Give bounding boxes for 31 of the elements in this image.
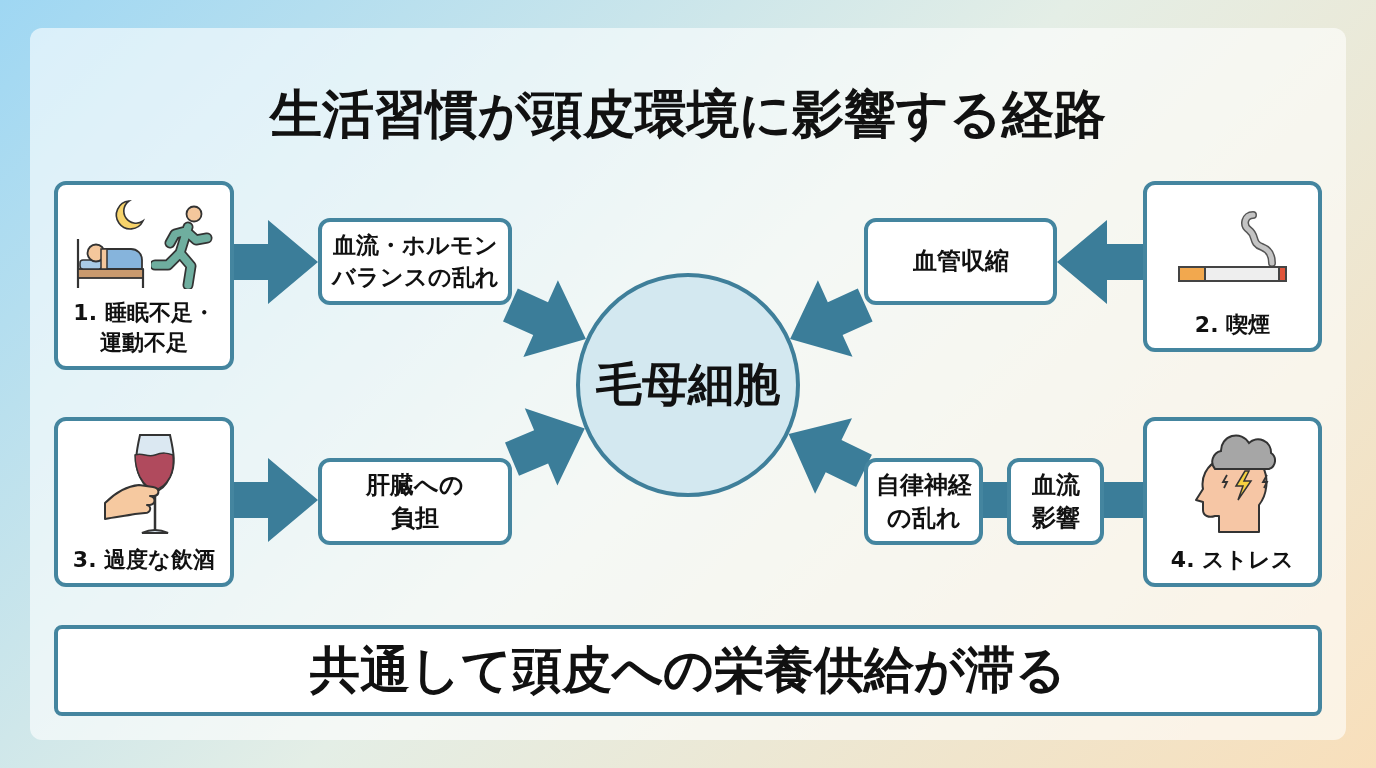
block-arrow xyxy=(790,280,873,357)
cause-card xyxy=(1143,417,1322,587)
node-label: 毛母細胞 xyxy=(596,356,780,414)
connector-band xyxy=(983,482,1007,518)
node-label: 1. 睡眠不足・運動不足 xyxy=(72,298,216,357)
process-box xyxy=(864,458,983,545)
node-label: 血流影響 xyxy=(1030,469,1081,534)
node-label: 血管収縮 xyxy=(912,246,1009,277)
cause-card xyxy=(54,181,234,370)
block-arrow xyxy=(505,408,585,486)
block-arrow xyxy=(234,220,318,304)
cause-card xyxy=(54,417,234,587)
node-label: 血流・ホルモンバランスの乱れ xyxy=(330,230,500,292)
process-box xyxy=(318,458,512,545)
block-arrow xyxy=(503,280,586,357)
node-label: 共通して頭皮への栄養供給が滞る xyxy=(310,640,1066,702)
node-label: 3. 過度な飲酒 xyxy=(72,545,216,574)
node-label: 自律神経の乱れ xyxy=(874,469,973,534)
block-arrow xyxy=(234,458,318,542)
diagram-title: 生活習慣が頭皮環境に影響する経路 xyxy=(268,83,1107,146)
block-arrow xyxy=(1057,220,1143,304)
node-label: 2. 喫煙 xyxy=(1194,310,1271,339)
cause-card xyxy=(1143,181,1322,352)
block-arrow xyxy=(788,418,872,494)
process-box xyxy=(1007,458,1104,545)
process-box xyxy=(864,218,1057,305)
connector-band xyxy=(1104,482,1143,518)
conclusion-box xyxy=(54,625,1322,716)
process-box xyxy=(318,218,512,305)
node-label: 肝臓への負担 xyxy=(364,469,465,534)
node-label: 4. ストレス xyxy=(1170,545,1295,574)
